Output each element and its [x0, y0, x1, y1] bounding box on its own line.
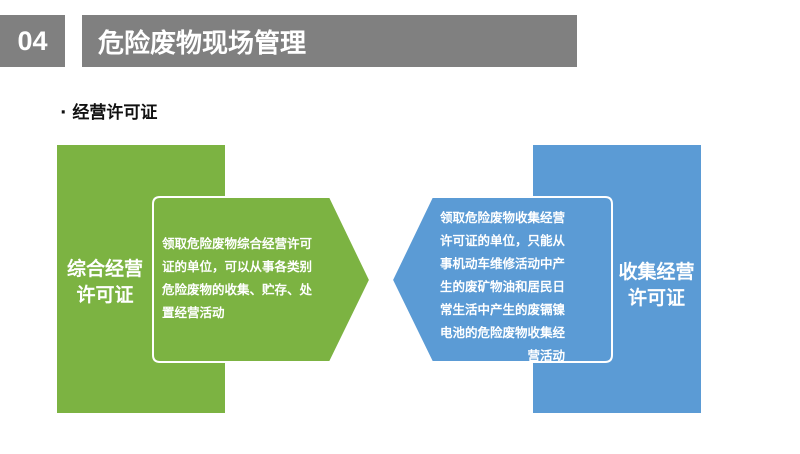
- desc-line: 领取危险废物收集经营: [440, 210, 566, 225]
- desc-line: 电池的危险废物收集经: [440, 325, 566, 340]
- right-label-line: 收集经营: [618, 261, 695, 283]
- page-title: 危险废物现场管理: [82, 15, 577, 67]
- right-description: 领取危险废物收集经营 许可证的单位，只能从 事机动车维修活动中产 生的废矿物油和…: [440, 206, 565, 367]
- right-arrow-shape: [390, 196, 613, 363]
- desc-line: 常生活中产生的废镉镍: [440, 302, 566, 317]
- subtitle: · 经营许可证: [60, 103, 158, 123]
- desc-line: 证的单位，可以从事各类别: [162, 259, 313, 274]
- right-label: 收集经营 许可证: [612, 259, 701, 311]
- desc-line: 置经营活动: [162, 305, 225, 320]
- left-label: 综合经营 许可证: [57, 256, 153, 308]
- desc-line: 生的废矿物油和居民日: [440, 279, 566, 294]
- desc-line: 许可证的单位，只能从: [440, 233, 566, 248]
- desc-line: 领取危险废物综合经营许可: [162, 236, 313, 251]
- desc-line: 事机动车维修活动中产: [440, 256, 566, 271]
- left-label-line: 综合经营: [66, 258, 143, 280]
- section-number: 04: [0, 15, 65, 67]
- desc-line: 营活动: [527, 348, 566, 363]
- left-description: 领取危险废物综合经营许可 证的单位，可以从事各类别 危险废物的收集、贮存、处 置…: [162, 232, 312, 324]
- left-label-line: 许可证: [76, 284, 134, 306]
- right-label-line: 许可证: [627, 287, 685, 309]
- left-arrow-shape: [152, 196, 372, 363]
- desc-line: 危险废物的收集、贮存、处: [162, 282, 313, 297]
